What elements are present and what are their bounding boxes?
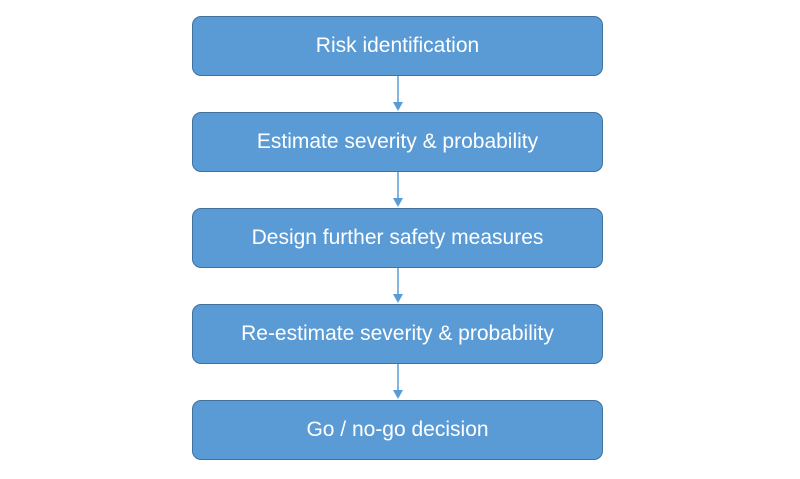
step-label: Estimate severity & probability: [256, 130, 539, 153]
step-label: Re-estimate severity & probability: [241, 322, 554, 345]
down-arrow-icon: [393, 364, 403, 399]
down-arrow-icon: [393, 172, 403, 207]
step-estimate-severity: Estimate severity & probability: [192, 112, 603, 172]
step-label: Risk identification: [315, 34, 480, 57]
step-label: Go / no-go decision: [306, 418, 489, 441]
down-arrow-icon: [393, 76, 403, 111]
step-risk-identification: Risk identification: [192, 16, 603, 76]
step-re-estimate-severity: Re-estimate severity & probability: [192, 304, 603, 364]
step-label: Design further safety measures: [251, 226, 544, 249]
down-arrow-icon: [393, 268, 403, 303]
step-design-safety-measures: Design further safety measures: [192, 208, 603, 268]
step-go-no-go-decision: Go / no-go decision: [192, 400, 603, 460]
